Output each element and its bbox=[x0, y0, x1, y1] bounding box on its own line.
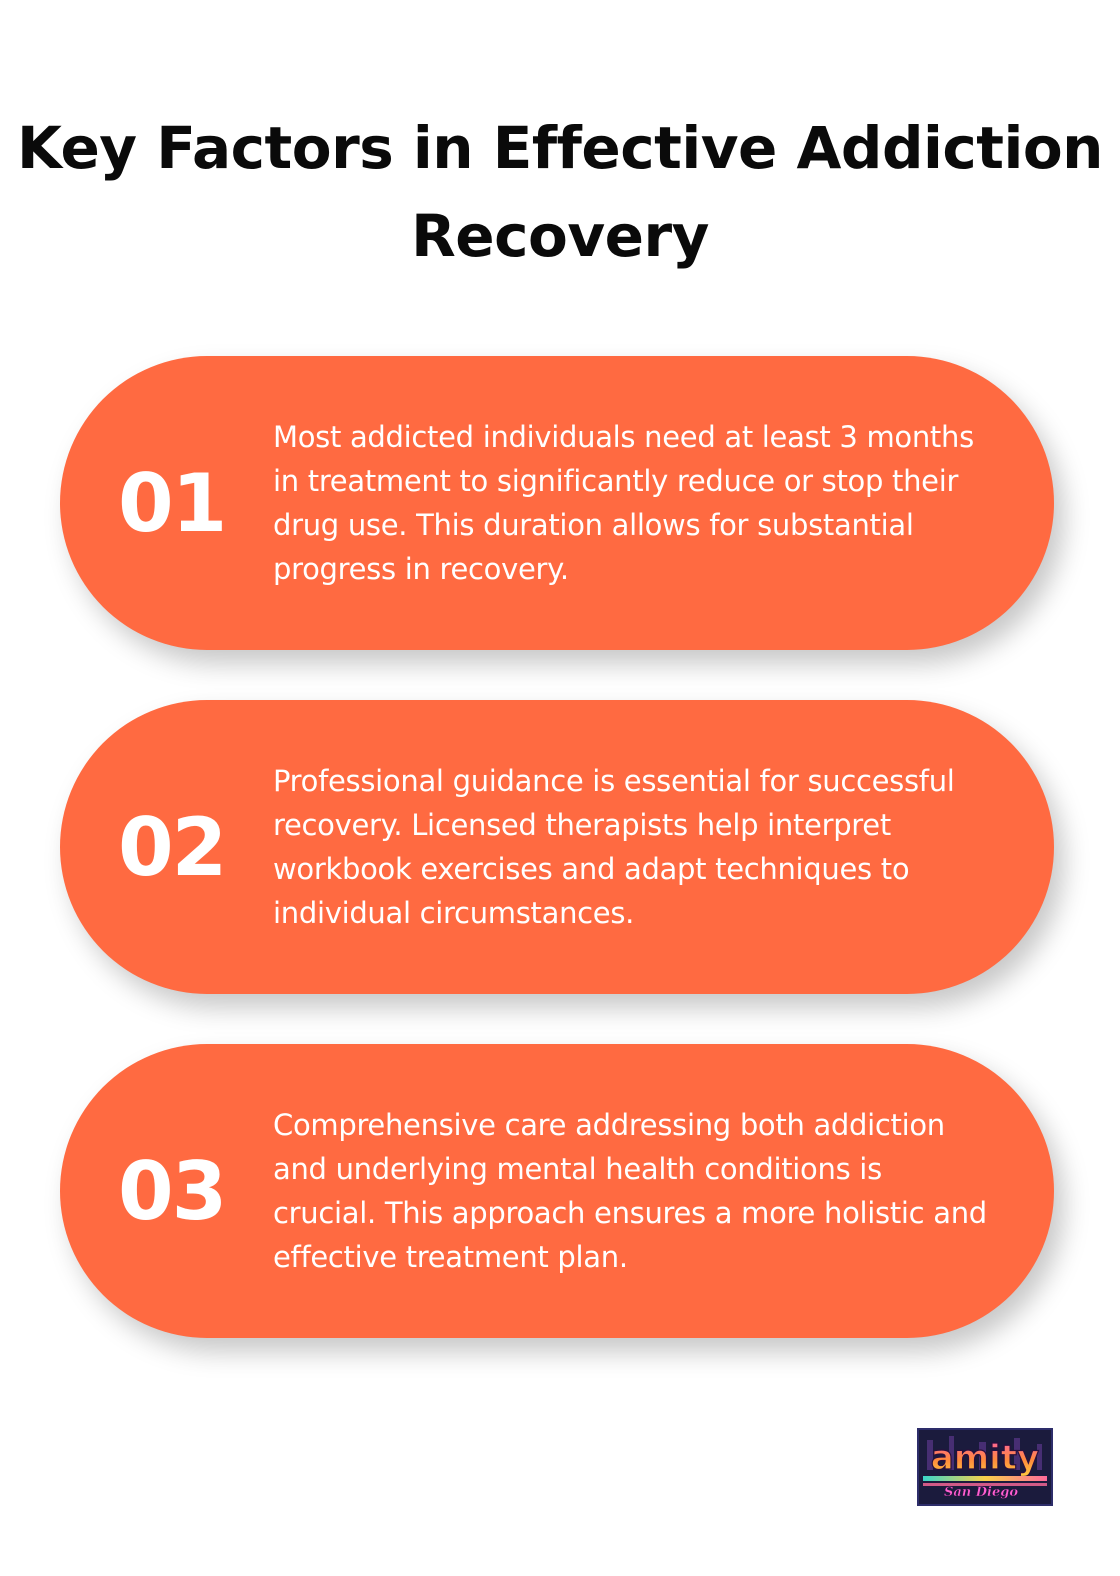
factor-card-1: 01 Most addicted individuals need at lea… bbox=[60, 356, 1054, 650]
factor-number: 01 bbox=[118, 456, 227, 550]
factor-text: Comprehensive care addressing both addic… bbox=[273, 1108, 987, 1274]
logo-word: amity bbox=[931, 1438, 1039, 1478]
page-title: Key Factors in Effective Addiction Recov… bbox=[17, 114, 1103, 270]
factor-number: 02 bbox=[118, 800, 227, 894]
amity-logo: amity San Diego bbox=[917, 1428, 1053, 1506]
factor-text: Professional guidance is essential for s… bbox=[273, 764, 955, 930]
factor-text: Most addicted individuals need at least … bbox=[273, 420, 974, 586]
factor-number: 03 bbox=[118, 1144, 227, 1238]
factor-card-3: 03 Comprehensive care addressing both ad… bbox=[60, 1044, 1054, 1338]
logo-script: San Diego bbox=[944, 1485, 1018, 1500]
logo-graphic: amity San Diego bbox=[919, 1430, 1051, 1504]
factor-card-2: 02 Professional guidance is essential fo… bbox=[60, 700, 1054, 994]
